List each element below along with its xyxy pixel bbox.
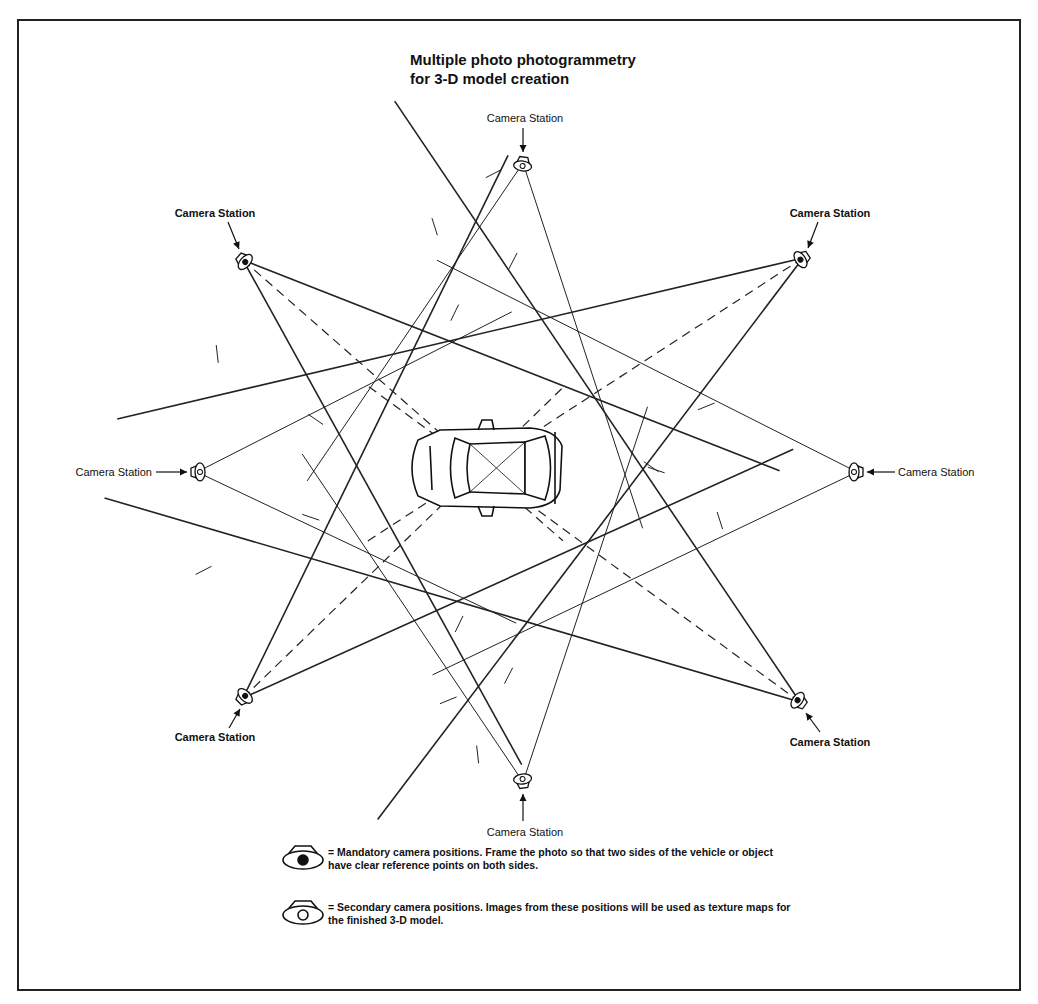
tick-mark: [509, 253, 517, 269]
camera-icon: [232, 686, 255, 709]
camera-icon: [849, 463, 863, 481]
tick-mark: [486, 169, 502, 177]
tick-mark: [451, 305, 459, 321]
pointer-arrow: [806, 713, 820, 732]
camera-icon: [191, 463, 205, 481]
camera-label: Camera Station: [487, 826, 563, 839]
center-line: [243, 260, 563, 541]
camera-icon: [513, 773, 533, 789]
camera-icon: [513, 156, 533, 172]
pointer-arrow: [228, 222, 239, 249]
tick-mark: [440, 697, 457, 704]
center-line: [243, 388, 563, 699]
legend-text: = Mandatory camera positions. Frame the …: [328, 846, 798, 872]
arrow-head: [520, 794, 527, 801]
center-line: [368, 386, 800, 702]
legend-samples: [283, 846, 323, 924]
arrow-head: [807, 240, 814, 248]
view-line: [395, 101, 800, 702]
arrow-head: [520, 145, 527, 152]
arrow-head: [233, 709, 240, 717]
tick-mark: [302, 514, 319, 520]
diagram-title: Multiple photo photogrammetry for 3-D mo…: [410, 50, 650, 88]
camera-label: Camera Station: [175, 207, 256, 220]
camera-label: Camera Station: [76, 466, 152, 479]
frame-border: [18, 20, 1020, 990]
camera-label: Camera Station: [790, 207, 871, 220]
camera-icon: [791, 247, 813, 270]
center-line: [367, 258, 803, 542]
camera-icons: [156, 128, 895, 821]
arrow-head: [180, 469, 187, 476]
camera-label: Camera Station: [175, 731, 256, 744]
tick-mark: [216, 345, 218, 363]
pointer-arrow: [229, 709, 240, 728]
camera-label: Camera Station: [898, 466, 974, 479]
camera-label: Camera Station: [790, 736, 871, 749]
tick-mark: [308, 414, 323, 424]
car-top-view: [412, 420, 562, 516]
view-line: [523, 163, 643, 528]
tick-mark: [196, 566, 212, 574]
arrow-head: [867, 469, 874, 476]
camera-icon: [233, 249, 255, 272]
camera-icon: [788, 690, 810, 713]
view-line: [523, 407, 648, 782]
tick-mark: [648, 467, 665, 473]
view-line: [105, 498, 800, 702]
tick-mark: [432, 218, 437, 235]
view-line: [243, 155, 508, 698]
camera-label: Camera Station: [487, 112, 563, 125]
view-lines: [105, 101, 857, 819]
legend-text: = Secondary camera positions. Images fro…: [328, 901, 798, 927]
tick-mark: [717, 512, 722, 529]
tick-mark: [477, 746, 479, 764]
arrow-head: [233, 241, 239, 249]
tick-mark: [455, 616, 463, 632]
tick-mark: [504, 668, 512, 684]
view-line: [243, 260, 522, 765]
tick-mark: [698, 403, 715, 410]
pointer-arrow: [808, 222, 818, 248]
arrow-head: [806, 713, 813, 721]
